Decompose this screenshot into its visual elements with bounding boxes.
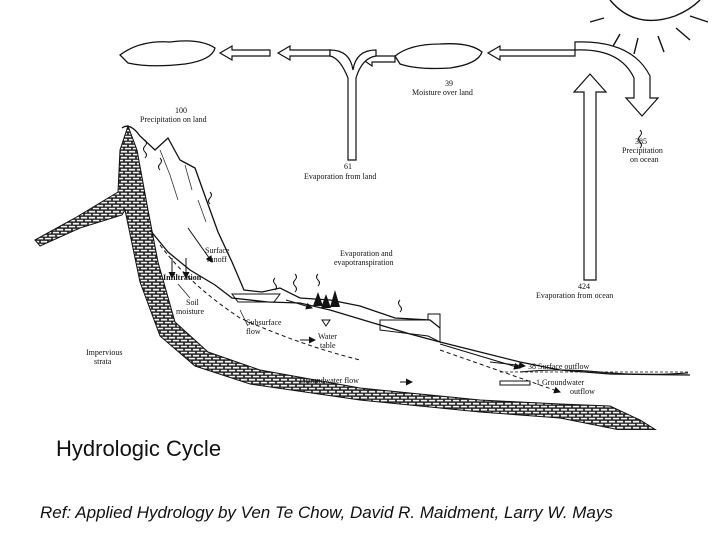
evapotranspiration-label-2: evapotranspiration: [334, 258, 394, 267]
subsurface-flow-label-1: Subsurface: [246, 318, 282, 327]
groundwater-flow-label: Groundwater flow: [300, 376, 359, 385]
groundwater-outflow-label-1: 1 Groundwater: [536, 378, 585, 387]
precipitation-on-ocean-value: 385: [635, 137, 647, 146]
soil-moisture-label-2: moisture: [176, 307, 204, 316]
water-table-label-1: Water: [318, 332, 337, 341]
sun-icon: [589, 0, 709, 55]
infiltration-arrows: [168, 258, 190, 279]
precipitation-on-ocean-label-1: Precipitation: [622, 146, 663, 155]
soil-moisture-label-1: Soil: [186, 298, 199, 307]
water-table-marker: [321, 319, 331, 327]
cloud-ocean-icon: [394, 43, 483, 70]
groundwater-outflow-label-2: outflow: [570, 387, 595, 396]
moisture-over-land-value: 39: [445, 79, 453, 88]
evaporation-ocean-arrow: [572, 73, 608, 281]
outflow-arrows: [489, 361, 531, 386]
reservoir: [379, 313, 441, 343]
cloud-land-icon: [119, 40, 216, 67]
mountain: [121, 125, 441, 329]
evaporation-from-ocean-label: Evaporation from ocean: [536, 291, 614, 300]
surface-outflow-label: 38 Surface outflow: [528, 362, 590, 371]
water-table-label-2: table: [320, 341, 336, 350]
evaporation-icons: [273, 273, 402, 313]
moisture-over-land-label: Moisture over land: [412, 88, 473, 97]
lake: [231, 293, 281, 303]
diagram-title: Hydrologic Cycle: [56, 436, 222, 461]
impervious-strata: [34, 124, 657, 430]
subsurface-flow-label-2: flow: [246, 327, 261, 336]
surface-runoff-label-1: Surface: [205, 246, 230, 255]
hydrologic-cycle-diagram: [34, 0, 709, 430]
evaporation-from-land-value: 61: [344, 162, 352, 171]
infiltration-label: Infiltration: [163, 273, 202, 282]
evaporation-land-arrow: [329, 49, 377, 161]
evaporation-from-ocean-value: 424: [578, 282, 590, 291]
precipitation-icons: [143, 129, 642, 205]
top-loop-arrow: [574, 41, 660, 117]
impervious-strata-label-2: strata: [94, 357, 112, 366]
moisture-transport-arrows: [218, 44, 576, 68]
evapotranspiration-label-1: Evaporation and: [340, 249, 393, 258]
evaporation-from-land-label: Evaporation from land: [304, 172, 377, 181]
precipitation-on-land-value: 100: [175, 106, 187, 115]
precipitation-on-ocean-label-2: on ocean: [630, 155, 659, 164]
reference-caption: Ref: Applied Hydrology by Ven Te Chow, D…: [40, 503, 613, 522]
ground-surface: [149, 229, 691, 376]
impervious-strata-label-1: Impervious: [86, 348, 123, 357]
surface-runoff-label-2: runoff: [207, 255, 227, 264]
surface-runoff-arrows: [187, 227, 313, 310]
precipitation-on-land-label: Precipitation on land: [140, 115, 207, 124]
tree-icons: [313, 290, 340, 308]
